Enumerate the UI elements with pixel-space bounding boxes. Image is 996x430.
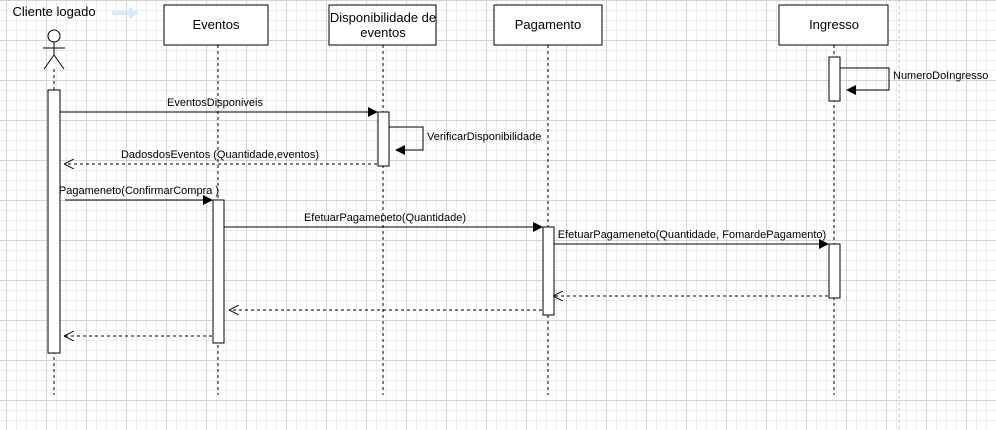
message-label: NumeroDoIngresso xyxy=(893,70,988,82)
message-efetuar-pagamento-quantidade[interactable]: EfetuarPagameneto(Quantidade) xyxy=(224,212,543,232)
lifeline-head-pagamento[interactable]: Pagamento xyxy=(493,4,603,46)
activation-actor[interactable] xyxy=(47,89,61,354)
message-label: EfetuarPagameneto(Quantidade, FomardePag… xyxy=(558,229,826,241)
lifeline-ingresso-label: Ingresso xyxy=(809,17,859,32)
lifeline-disponibilidade-label-2: eventos xyxy=(360,25,406,40)
lifeline-pagamento-label: Pagamento xyxy=(515,17,582,32)
actor-right-leg xyxy=(53,54,65,70)
lifeline-eventos-label: Eventos xyxy=(193,17,240,32)
lifeline-disponibilidade-label-1: Disponibilidade de xyxy=(330,10,436,25)
message-label: VerificarDisponibilidade xyxy=(427,131,541,143)
activation-eventos[interactable] xyxy=(212,199,225,344)
actor-cliente[interactable]: Cliente logado xyxy=(12,4,96,70)
activation-pagamento[interactable] xyxy=(542,226,555,316)
lifeline-head-eventos[interactable]: Eventos xyxy=(163,4,269,46)
actor-head xyxy=(47,29,61,43)
message-eventos-disponiveis[interactable]: EventosDisponiveis xyxy=(60,97,378,117)
lifeline-head-ingresso[interactable]: Ingresso xyxy=(778,4,889,46)
arrow-right-icon[interactable] xyxy=(112,6,140,20)
message-efetuar-pagamento-forma[interactable]: EfetuarPagameneto(Quantidade, FomardePag… xyxy=(554,229,829,249)
message-label: Pagameneto(ConfirmarCompra ) xyxy=(59,185,219,197)
activation-ingresso-2[interactable] xyxy=(828,243,841,299)
message-verificar-disponibilidade[interactable]: VerificarDisponibilidade xyxy=(389,126,541,155)
message-label: DadosdosEventos (Quantidade,eventos) xyxy=(121,149,319,161)
activation-disponibilidade[interactable] xyxy=(377,111,390,167)
message-numero-do-ingresso[interactable]: NumeroDoIngresso xyxy=(840,67,988,95)
actor-label: Cliente logado xyxy=(12,4,95,19)
message-label: EfetuarPagameneto(Quantidade) xyxy=(304,212,466,224)
actor-left-leg xyxy=(43,54,55,70)
message-dados-dos-eventos[interactable]: DadosdosEventos (Quantidade,eventos) xyxy=(65,149,377,164)
message-pagamento-confirmar-compra[interactable]: Pagameneto(ConfirmarCompra ) xyxy=(59,185,219,205)
activation-ingresso-1[interactable] xyxy=(828,56,841,102)
message-label: EventosDisponiveis xyxy=(167,97,263,109)
lifeline-head-disponibilidade[interactable]: Disponibilidade de eventos xyxy=(328,4,437,46)
